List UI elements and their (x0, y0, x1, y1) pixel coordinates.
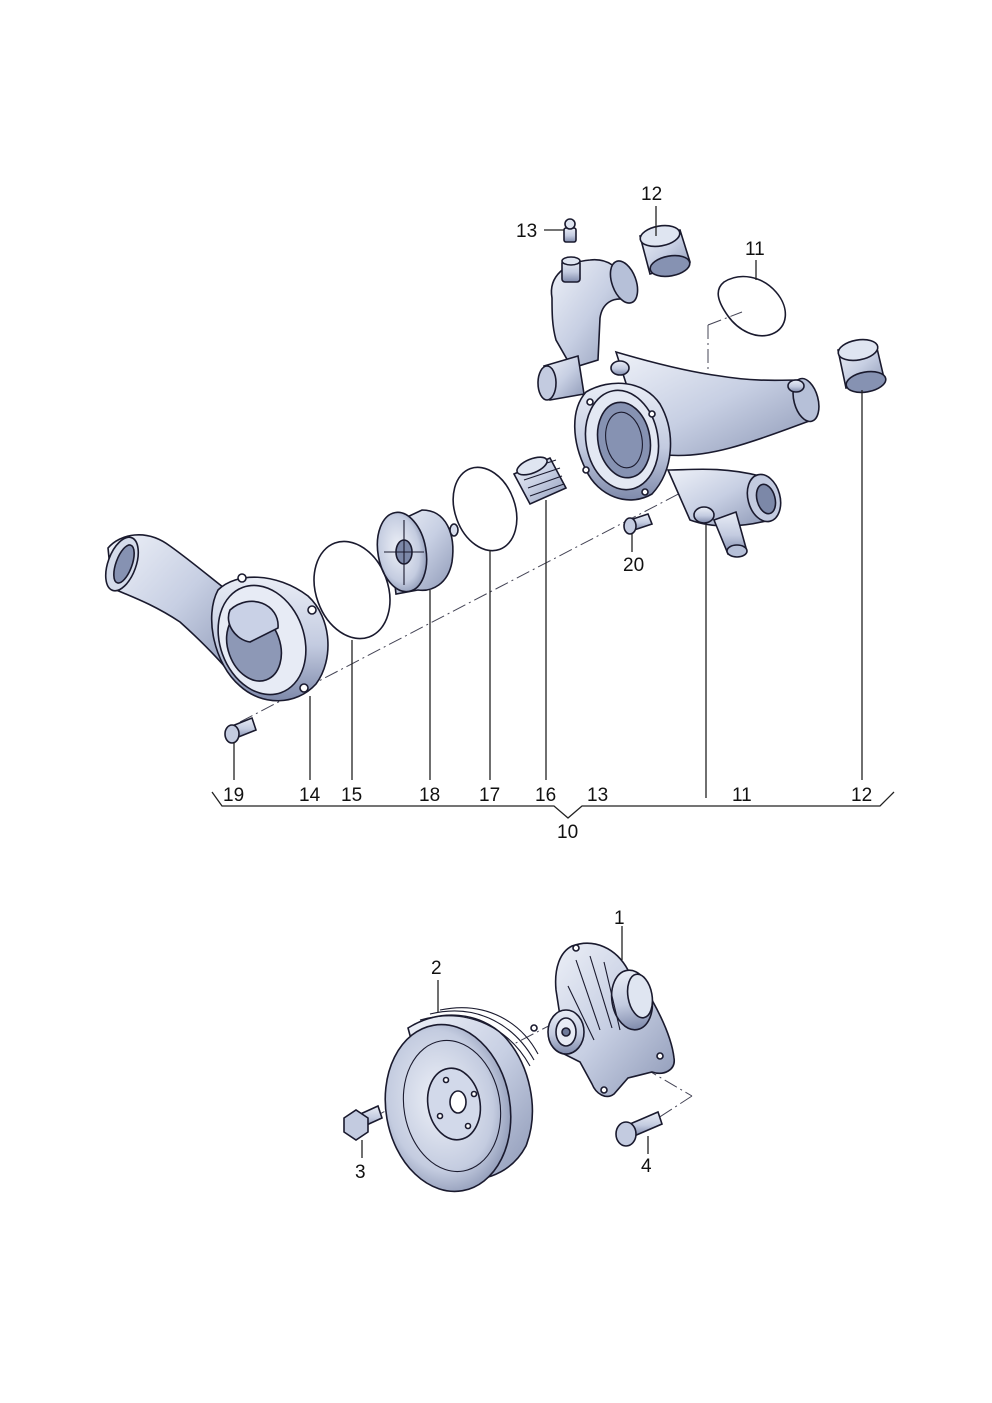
callout-11: 11 (732, 785, 752, 806)
gasket-top (717, 275, 787, 337)
callout-16: 16 (535, 785, 556, 806)
seal-sleeve-right (837, 338, 887, 394)
thermostat-spring (512, 456, 568, 506)
thermostat (376, 509, 459, 595)
callout-11-top: 11 (745, 239, 765, 260)
coolant-connector-cover (104, 534, 329, 702)
group-bracket (211, 791, 895, 819)
pulley-bolt (343, 1104, 383, 1141)
callout-13-top: 13 (516, 221, 537, 242)
callout-17: 17 (479, 785, 500, 806)
callout-10: 10 (557, 822, 578, 843)
callout-15: 15 (341, 785, 362, 806)
callout-12-top: 12 (641, 184, 662, 205)
bleeder-screw (563, 218, 577, 243)
o-ring-17 (452, 466, 518, 552)
callout-2: 2 (431, 958, 442, 979)
callout-12: 12 (851, 785, 872, 806)
callout-13: 13 (587, 785, 608, 806)
pump-bolt (615, 1110, 663, 1147)
callout-18: 18 (419, 785, 440, 806)
o-ring-15 (313, 540, 391, 640)
coolant-housing (537, 256, 820, 558)
pump-pulley (384, 1007, 539, 1193)
bolt-19 (224, 716, 257, 744)
pump-bolt-axis-line-2 (651, 1095, 693, 1123)
callout-3: 3 (355, 1162, 366, 1183)
bracket-leader-lines (233, 390, 863, 798)
callout-19: 19 (223, 785, 244, 806)
callout-1: 1 (614, 908, 625, 929)
seal-sleeve-top (638, 224, 692, 278)
water-pump (530, 942, 675, 1098)
callout-4: 4 (641, 1156, 652, 1177)
callout-20: 20 (623, 555, 644, 576)
callout-14: 14 (299, 785, 321, 806)
bolt-20 (623, 513, 654, 535)
gasket-axis-line (707, 311, 743, 326)
